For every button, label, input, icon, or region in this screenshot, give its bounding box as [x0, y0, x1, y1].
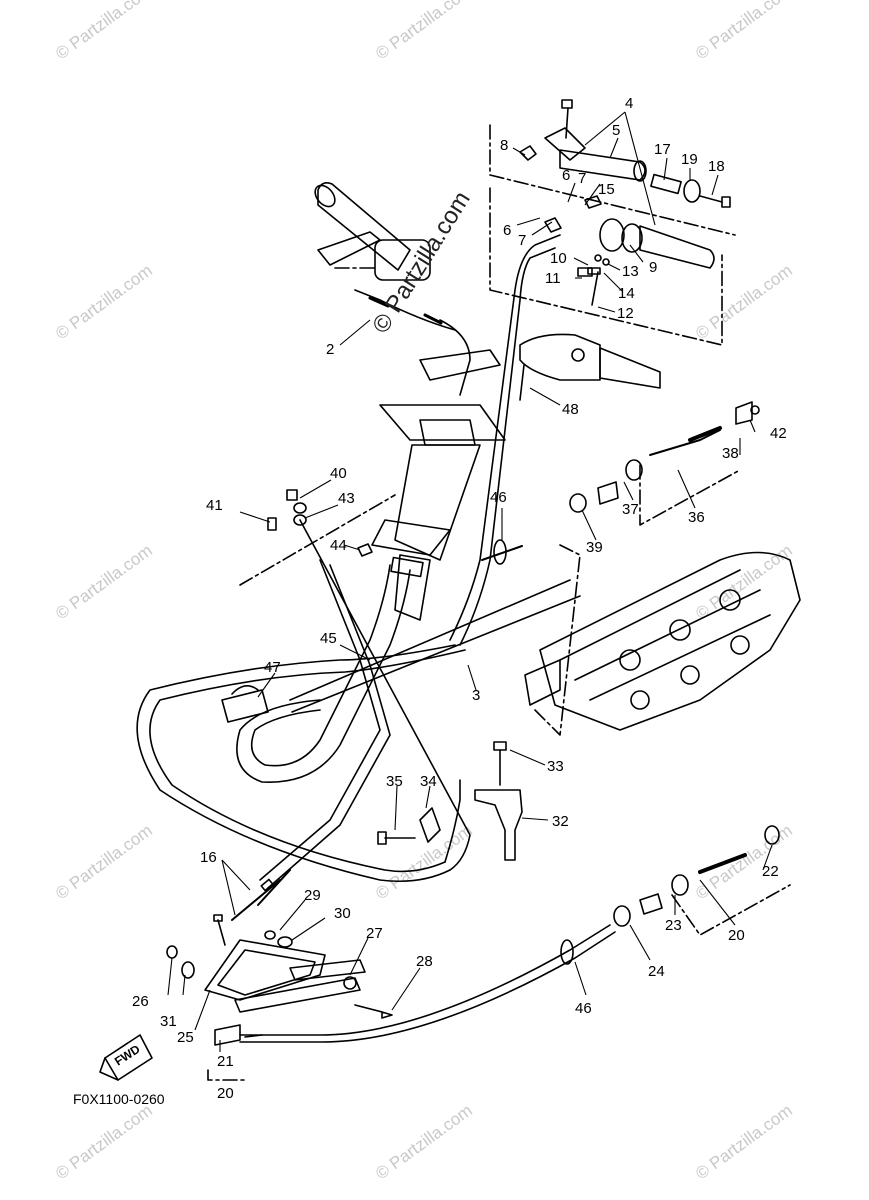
grip-end-parts	[650, 173, 731, 208]
callout-27: 27	[366, 925, 383, 942]
callout-2: 2	[326, 341, 334, 358]
fwd-arrow	[99, 1034, 153, 1081]
callout-7: 7	[578, 170, 586, 187]
leader-lines	[167, 111, 773, 1052]
callout-8: 8	[500, 137, 508, 154]
callout-14: 14	[618, 285, 635, 302]
reference-lines	[207, 267, 791, 1081]
callout-34: 34	[420, 773, 437, 790]
callout-25: 25	[177, 1029, 194, 1046]
callout-31: 31	[160, 1013, 177, 1030]
callout-36: 36	[688, 509, 705, 526]
callout-15: 15	[598, 181, 615, 198]
cable-ends-16	[231, 869, 291, 921]
callout-40: 40	[330, 465, 347, 482]
callout-42: 42	[770, 425, 787, 442]
callout-3: 3	[472, 687, 480, 704]
protector-tube	[236, 564, 411, 783]
callout-9: 9	[649, 259, 657, 276]
callout-23: 23	[665, 917, 682, 934]
callout-12: 12	[617, 305, 634, 322]
callout-46b: 46	[575, 1000, 592, 1017]
right-handlebar	[519, 333, 661, 401]
callout-43: 43	[338, 490, 355, 507]
callout-13: 13	[622, 263, 639, 280]
callout-numbers: 4 5 8 17 19 18 6 7 15 6 7 9 10 13 11 14 …	[132, 95, 787, 1102]
upper-small-parts	[239, 489, 396, 586]
throttle-grip	[544, 195, 715, 306]
callout-7b: 7	[518, 232, 526, 249]
throttle-cable	[354, 289, 471, 396]
callout-41: 41	[206, 497, 223, 514]
callout-33: 33	[547, 758, 564, 775]
upper-grip	[519, 99, 647, 182]
engine-block	[524, 551, 801, 731]
callout-19: 19	[681, 151, 698, 168]
callout-10: 10	[550, 250, 567, 267]
callout-46: 46	[490, 489, 507, 506]
callout-30: 30	[334, 905, 351, 922]
callout-26: 26	[132, 993, 149, 1010]
callout-29: 29	[304, 887, 321, 904]
callout-17: 17	[654, 141, 671, 158]
callout-20b: 20	[217, 1085, 234, 1102]
callout-47: 47	[264, 659, 281, 676]
callout-4: 4	[625, 95, 633, 112]
cable-end-upper	[481, 401, 760, 565]
callout-38: 38	[722, 445, 739, 462]
diagram-code: F0X1100-0260	[73, 1091, 165, 1107]
callout-28: 28	[416, 953, 433, 970]
callout-45: 45	[320, 630, 337, 647]
callout-32: 32	[552, 813, 569, 830]
callout-6: 6	[562, 167, 570, 184]
callout-11: 11	[545, 270, 561, 287]
callout-44: 44	[330, 537, 347, 554]
callout-16: 16	[200, 849, 217, 866]
callout-24: 24	[648, 963, 665, 980]
steering-column	[371, 349, 506, 621]
clamp-47	[221, 685, 269, 723]
callout-48: 48	[562, 401, 579, 418]
callout-35: 35	[386, 773, 403, 790]
diagonal-watermark: © Partzilla.com	[367, 187, 476, 338]
callout-6b: 6	[503, 222, 511, 239]
left-handlebar-grip	[314, 182, 431, 281]
bracket-assembly	[377, 741, 523, 861]
grip-assembly-box	[489, 124, 736, 346]
callout-18: 18	[708, 158, 725, 175]
callout-22: 22	[762, 863, 779, 880]
lower-cable	[239, 825, 780, 1043]
callout-37: 37	[622, 501, 639, 518]
steering-cables	[136, 234, 581, 889]
callout-39: 39	[586, 539, 603, 556]
callout-21: 21	[217, 1053, 234, 1070]
lever-assembly	[166, 914, 393, 1046]
fwd-label: FWD	[112, 1042, 143, 1069]
callout-5: 5	[612, 122, 620, 139]
callout-20: 20	[728, 927, 745, 944]
